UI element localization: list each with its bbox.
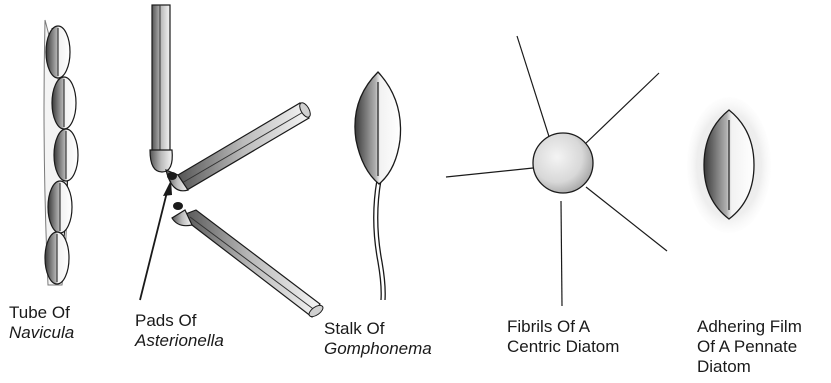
asterionella-colony xyxy=(140,5,325,319)
caption-line: Adhering Film xyxy=(697,317,802,337)
centric-diatom-drawing xyxy=(446,36,667,306)
navicula-cell xyxy=(54,129,78,181)
caption-line: Asterionella xyxy=(135,331,224,351)
gomphonema-stalk-drawing xyxy=(355,72,401,300)
navicula-cell xyxy=(48,181,72,233)
caption-navicula: Tube Of Navicula xyxy=(9,303,74,343)
gomphonema-cell xyxy=(355,72,401,184)
caption-line: Of A Pennate xyxy=(697,337,802,357)
caption-gomphonema: Stalk Of Gomphonema xyxy=(324,319,432,359)
fibril xyxy=(517,36,552,146)
asterionella-pad xyxy=(173,202,183,210)
caption-line: Fibrils Of A xyxy=(507,317,619,337)
fibril xyxy=(446,168,533,177)
asterionella-cell xyxy=(172,210,325,319)
pennate-diatom-drawing xyxy=(687,97,771,233)
navicula-cell xyxy=(52,77,76,129)
caption-line: Diatom xyxy=(697,357,802,377)
caption-line: Stalk Of xyxy=(324,319,432,339)
fibril xyxy=(586,187,667,251)
asterionella-pad xyxy=(167,172,177,180)
asterionella-cell xyxy=(150,5,172,172)
pointer-arrow xyxy=(140,180,172,300)
caption-line: Tube Of xyxy=(9,303,74,323)
navicula-tube xyxy=(44,20,78,285)
gomphonema-stalk xyxy=(374,180,381,300)
fibril xyxy=(561,201,562,306)
asterionella-cell xyxy=(166,101,312,191)
caption-pennate-diatom: Adhering Film Of A Pennate Diatom xyxy=(697,317,802,377)
caption-line: Pads Of xyxy=(135,311,224,331)
caption-centric-diatom: Fibrils Of A Centric Diatom xyxy=(507,317,619,357)
centric-diatom-cell xyxy=(533,133,593,193)
fibril xyxy=(584,73,659,145)
caption-asterionella: Pads Of Asterionella xyxy=(135,311,224,351)
caption-line: Gomphonema xyxy=(324,339,432,359)
caption-line: Navicula xyxy=(9,323,74,343)
navicula-cell xyxy=(45,232,69,284)
caption-line: Centric Diatom xyxy=(507,337,619,357)
navicula-cell xyxy=(46,26,70,78)
